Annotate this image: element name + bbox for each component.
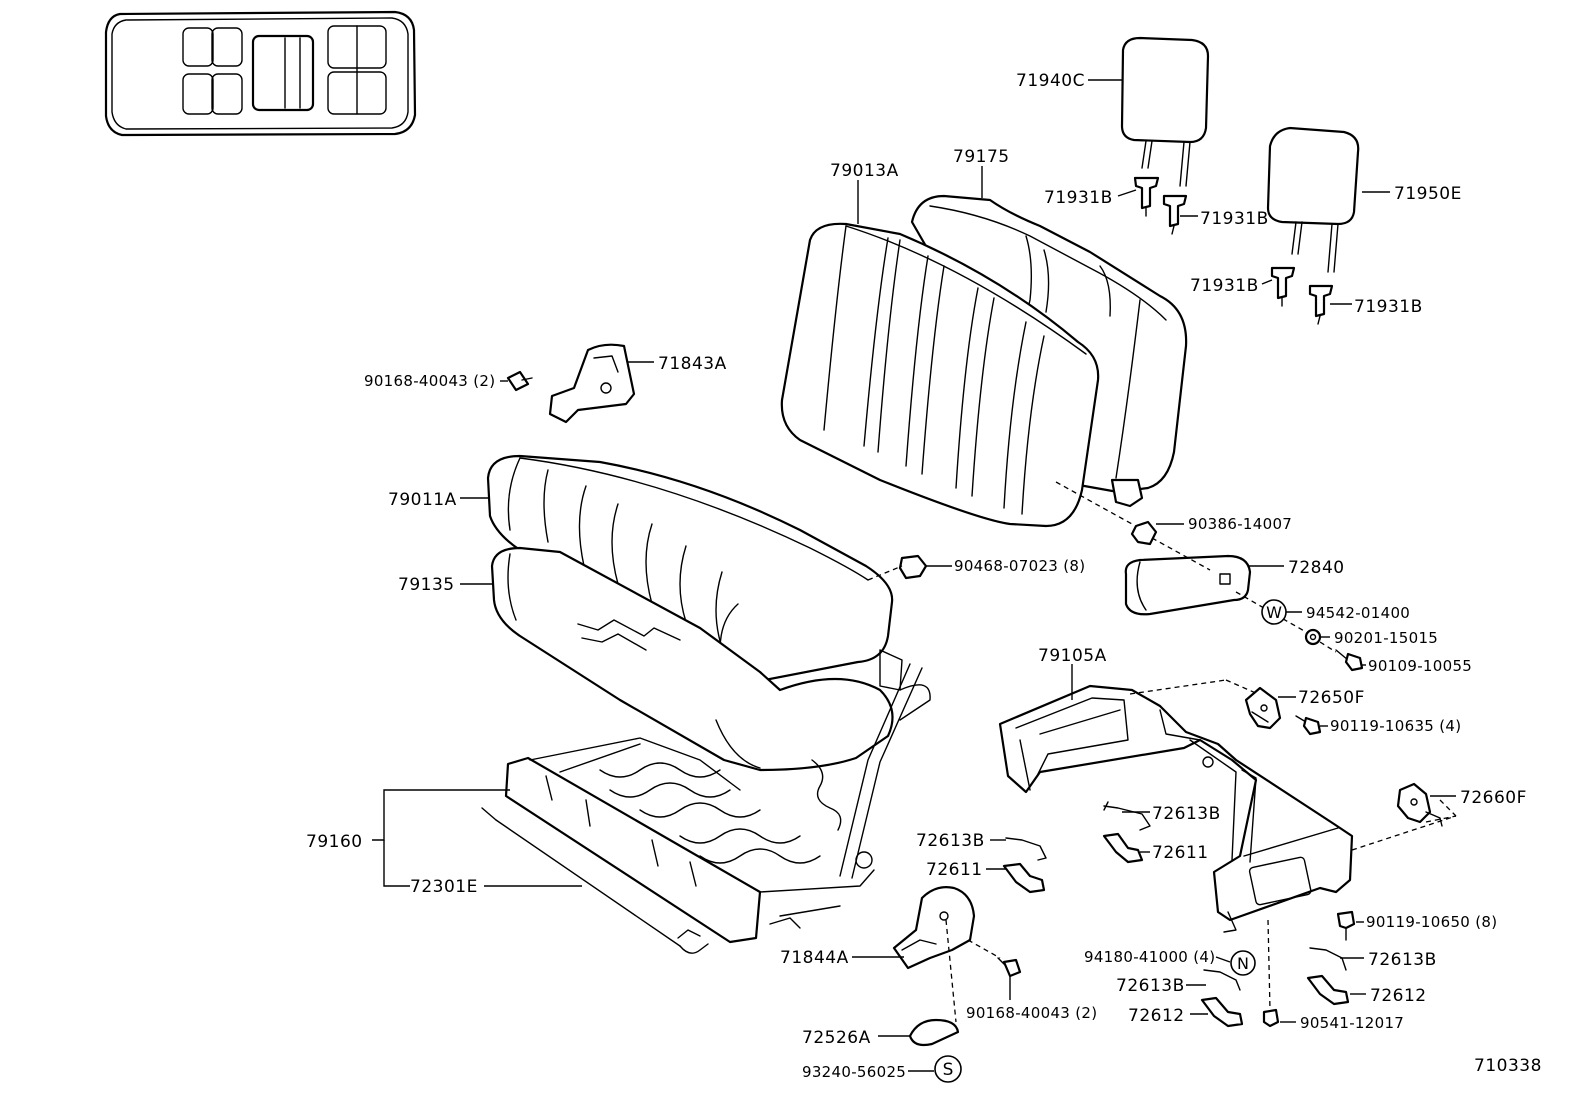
- clip-icon: [1002, 801, 1350, 1028]
- label-90168-bot: 90168-40043 (2): [966, 1004, 1097, 1022]
- label-71931b-2: 71931B: [1200, 209, 1269, 229]
- washer-90201-icon: [1304, 628, 1322, 646]
- label-90109: 90109-10055: [1368, 657, 1472, 675]
- hinge-72650f: [1244, 686, 1282, 730]
- armrest-72840: [1124, 554, 1252, 616]
- label-72613b-3: 72613B: [1368, 950, 1437, 970]
- label-90468: 90468-07023 (8): [954, 557, 1085, 575]
- label-72611-2: 72611: [926, 860, 983, 880]
- headrest-71940c: [1120, 36, 1210, 187]
- washer-symbol-label: W: [1266, 603, 1282, 622]
- label-90119-10650: 90119-10650 (8): [1366, 913, 1497, 931]
- label-90201: 90201-15015: [1334, 629, 1438, 647]
- label-72613b-2: 72613B: [916, 831, 985, 851]
- nut-symbol-label: N: [1237, 954, 1249, 973]
- label-79160: 79160: [306, 832, 363, 852]
- label-72613b-4: 72613B: [1116, 976, 1185, 996]
- hinge-cover-71843a: [548, 343, 636, 424]
- label-79105a: 79105A: [1038, 646, 1107, 666]
- label-90386: 90386-14007: [1188, 515, 1292, 533]
- leader-lines: [372, 79, 1456, 1072]
- label-72650f: 72650F: [1298, 688, 1365, 708]
- bolt-90119-10650-icon: [1336, 910, 1356, 941]
- hinge-72660f: [1396, 782, 1443, 827]
- headrest-support-icon: [1133, 176, 1334, 325]
- label-72840: 72840: [1288, 558, 1345, 578]
- label-71931b-3: 71931B: [1190, 276, 1259, 296]
- bolt-90109-icon: [1335, 649, 1364, 672]
- seat-pad-79135: [490, 546, 894, 772]
- label-94180: 94180-41000 (4): [1084, 948, 1215, 966]
- label-94542: 94542-01400: [1306, 604, 1410, 622]
- figure-code: 710338: [1474, 1056, 1542, 1076]
- label-71950e: 71950E: [1394, 184, 1462, 204]
- nut-90386-icon: [1130, 520, 1158, 546]
- nut-symbol-icon: N: [1230, 950, 1256, 976]
- release-cable-72301e: [481, 807, 709, 954]
- handle-72526a: [908, 1018, 960, 1047]
- bolt-90168-icon: [997, 957, 1022, 978]
- label-72301e: 72301E: [410, 877, 478, 897]
- label-90168-top: 90168-40043 (2): [364, 372, 495, 390]
- lower-frame-79105a: [998, 684, 1354, 933]
- bolt-90119-icon: [1295, 715, 1322, 736]
- label-72612-2: 72612: [1128, 1006, 1185, 1026]
- screw-symbol-label: S: [943, 1060, 954, 1080]
- label-79135: 79135: [398, 575, 455, 595]
- bolt-icon: [506, 370, 533, 392]
- label-71844a: 71844A: [780, 948, 849, 968]
- label-72611-1: 72611: [1152, 843, 1209, 863]
- seat-frame-79160: [504, 649, 931, 944]
- label-71843a: 71843A: [658, 354, 727, 374]
- label-72526a: 72526A: [802, 1028, 871, 1048]
- hinge-cover-71844a: [892, 886, 976, 970]
- label-79013a: 79013A: [830, 161, 899, 181]
- label-93240: 93240-56025: [802, 1063, 906, 1081]
- clip-90468-icon: [898, 554, 928, 580]
- label-71931b-1: 71931B: [1044, 188, 1113, 208]
- bolt-90541-icon: [1262, 1008, 1280, 1028]
- vehicle-locator-icon: [104, 10, 417, 137]
- label-90541: 90541-12017: [1300, 1014, 1404, 1032]
- headrest-71950e: [1266, 126, 1360, 273]
- seat-cushion-79011a: [486, 454, 894, 684]
- label-72612-1: 72612: [1370, 986, 1427, 1006]
- label-79175: 79175: [953, 147, 1010, 167]
- label-71931b-4: 71931B: [1354, 297, 1423, 317]
- label-90119-10635: 90119-10635 (4): [1330, 717, 1461, 735]
- part-labels: 71940C 71931B 71931B 71950E 71931B 71931…: [306, 71, 1542, 1081]
- label-71940c: 71940C: [1016, 71, 1085, 91]
- label-79011a: 79011A: [388, 490, 457, 510]
- screw-symbol-icon: S: [934, 1055, 962, 1083]
- label-72613b-1: 72613B: [1152, 804, 1221, 824]
- washer-symbol-icon: W: [1261, 599, 1287, 625]
- label-72660f: 72660F: [1460, 788, 1527, 808]
- seatback-79013a: [780, 222, 1100, 528]
